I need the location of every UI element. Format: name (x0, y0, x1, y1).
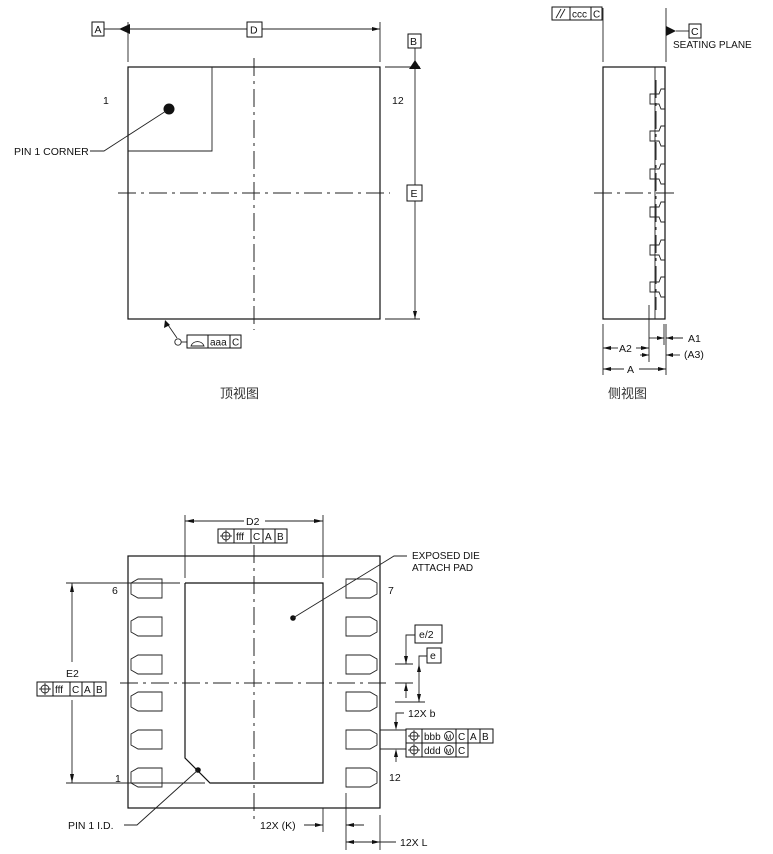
dim-k-label: 12X (K) (260, 820, 296, 832)
fcf-ccc-tol: ccc (572, 10, 587, 21)
exposed-pad-label-2: ATTACH PAD (412, 563, 473, 574)
side-terminals (649, 88, 665, 298)
exposed-pad-label-1: EXPOSED DIE (412, 551, 480, 562)
pin1-corner-leader (90, 110, 167, 152)
fcf-ddd-datum-1: C (458, 746, 465, 757)
position-icon (408, 730, 420, 742)
parallelism-icon (555, 8, 566, 19)
side-view: ccc C C SEATING PLANE A2 A1 (A3) (551, 6, 752, 402)
pin7-label: 7 (388, 585, 394, 597)
dim-d2-label: D2 (246, 516, 260, 528)
fcf-ddd-mod: M (446, 749, 452, 756)
exposed-pad-outline (184, 582, 324, 784)
dim-a3-label: (A3) (684, 349, 704, 361)
fcf-e2-tol: fff (55, 685, 63, 696)
dim-e-label: E (411, 188, 418, 200)
fcf-e2-datum-1: C (72, 685, 79, 696)
seating-plane-label: SEATING PLANE (673, 40, 752, 51)
pin1-dot-icon (163, 103, 175, 115)
fcf-d2: fff C A B (217, 528, 288, 544)
dim-e-half-label: e/2 (419, 629, 434, 641)
pin12-label: 12 (392, 95, 404, 107)
top-view: PIN 1 CORNER 1 12 A D B E aaa (14, 21, 423, 402)
dim-a-label: A (627, 364, 634, 376)
dim-b-label: 12X b (408, 708, 436, 720)
dim-a2-label: A2 (619, 343, 632, 355)
fcf-aaa-datum: C (232, 338, 239, 349)
side-view-caption: 侧视图 (608, 387, 647, 402)
fcf-d2-datum-1: C (253, 532, 260, 543)
pin1-id-leader (124, 769, 199, 826)
dim-e2-label: E2 (66, 668, 79, 680)
fcf-d2-tol: fff (236, 532, 244, 543)
dim-a1-label: A1 (688, 333, 701, 345)
pin1-corner-label: PIN 1 CORNER (14, 146, 89, 158)
fcf-e2-datum-2: A (84, 685, 91, 696)
fcf-bbb-datum-3: B (482, 732, 489, 743)
top-view-caption: 顶视图 (220, 387, 259, 402)
datum-c-triangle-icon (666, 26, 676, 36)
fcf-e2: fff C A B (36, 681, 107, 697)
fcf-bbb-datum-2: A (470, 732, 477, 743)
fcf-bbb-datum-1: C (458, 732, 465, 743)
exposed-pad-leader (292, 555, 407, 619)
fcf-bbb-mod: M (446, 735, 452, 742)
pin6-label: 6 (112, 585, 118, 597)
fcf-ddd-tol: ddd (424, 746, 441, 757)
fcf-aaa-tol: aaa (210, 338, 227, 349)
dim-e-label: e (430, 650, 436, 662)
pin1-label-bottom: 1 (115, 773, 121, 785)
position-icon (220, 530, 232, 542)
fcf-e2-datum-3: B (96, 685, 103, 696)
pin1-corner-region (128, 67, 213, 152)
fcf-bbb: bbb M C A B (405, 728, 494, 744)
datum-a-label: A (95, 24, 102, 36)
mmc-modifier-icon (444, 731, 454, 741)
fcf-ddd: ddd M C (405, 742, 469, 758)
pin12-label-bottom: 12 (389, 772, 401, 784)
datum-c-label: C (691, 26, 699, 38)
position-icon (408, 744, 420, 756)
dim-d-label: D (250, 25, 258, 37)
pin1-label: 1 (103, 95, 109, 107)
pin1-id-label: PIN 1 I.D. (68, 820, 114, 832)
fcf-bbb-tol: bbb (424, 732, 441, 743)
dim-l-label: 12X L (400, 837, 428, 849)
mmc-modifier-icon (444, 745, 454, 755)
profile-of-surface-icon (190, 341, 205, 347)
right-terminal-pads (345, 578, 378, 788)
position-icon (39, 683, 51, 695)
fcf-d2-datum-2: A (265, 532, 272, 543)
bottom-view: D2 fff C A B EXPOSED DIE ATTACH PAD 6 7 … (36, 515, 494, 850)
datum-b-label: B (410, 36, 417, 48)
fcf-d2-datum-3: B (277, 532, 284, 543)
datum-a-triangle-icon (119, 24, 130, 34)
datum-b-triangle-icon (409, 60, 421, 69)
fcf-ccc-datum: C (593, 10, 600, 21)
